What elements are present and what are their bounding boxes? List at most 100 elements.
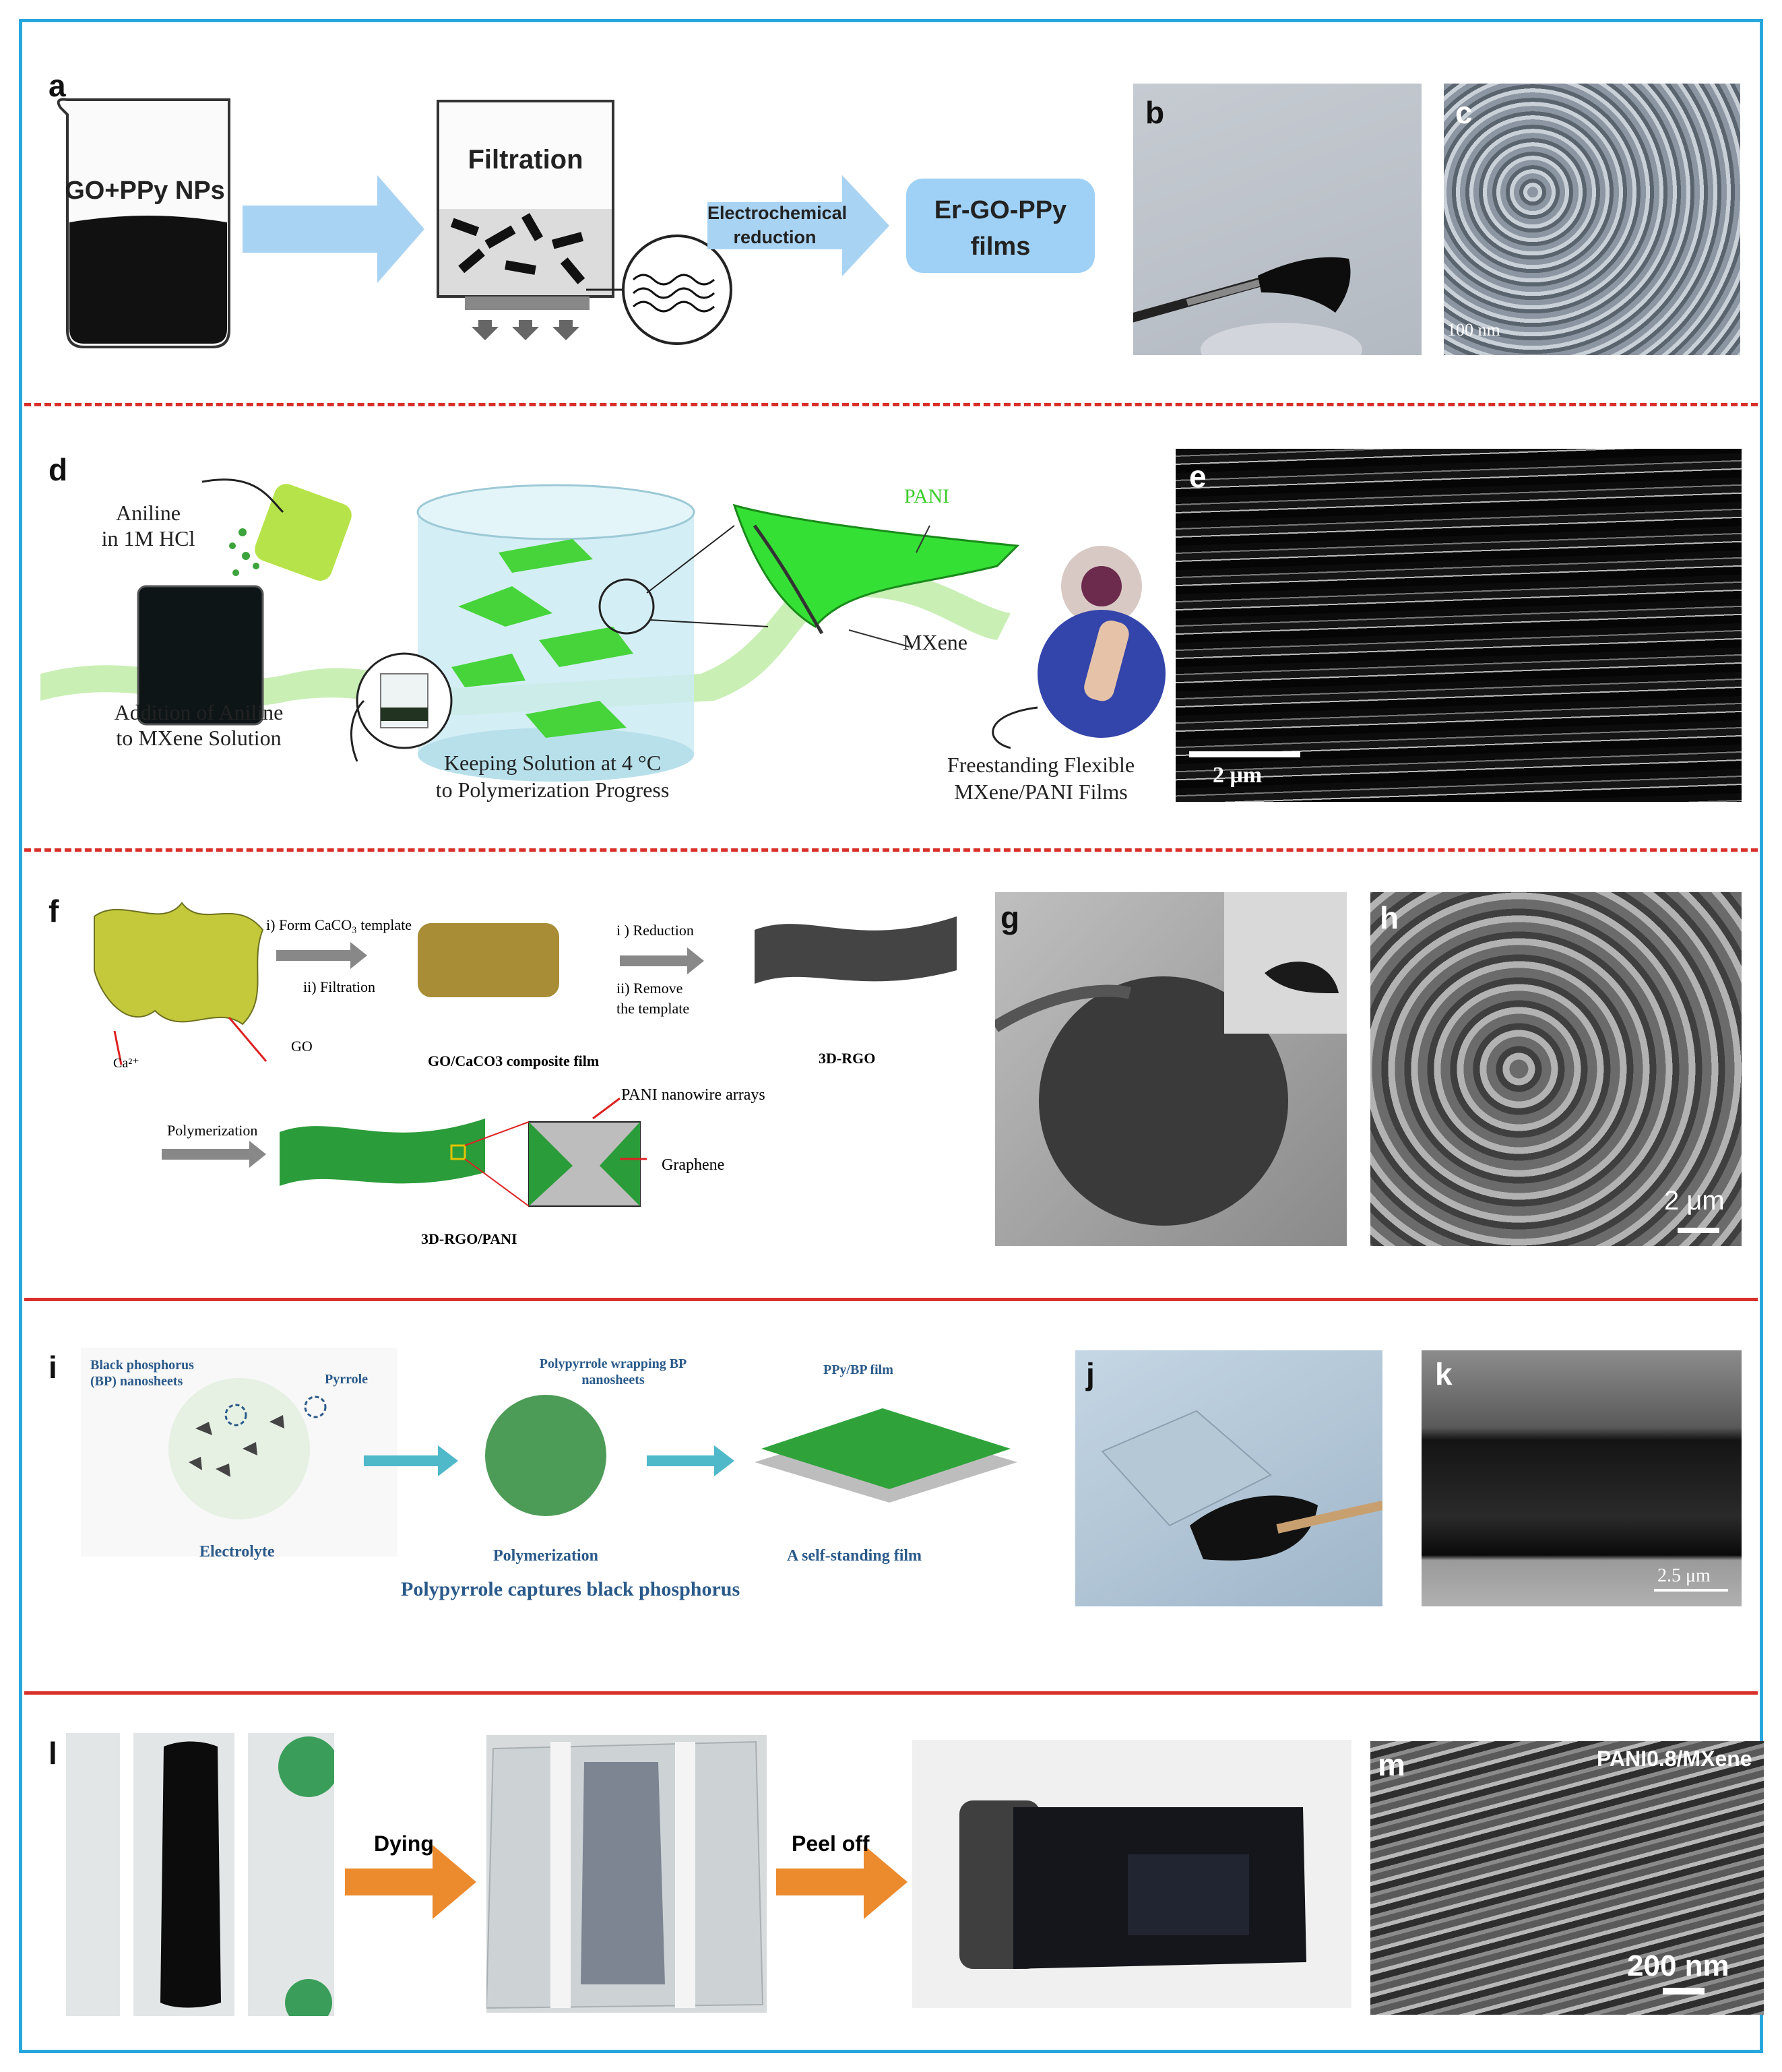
sem-m: [1370, 1741, 1764, 2015]
pyrrole-label: Pyrrole: [325, 1372, 369, 1387]
schematic-i: [81, 1348, 1017, 1557]
rgo-pani-label: 3D-RGO/PANI: [421, 1230, 517, 1247]
scale-h: 2 μm: [1664, 1186, 1725, 1216]
freestanding-line1: Freestanding Flexible: [947, 753, 1135, 777]
rgo-3d: [755, 916, 957, 984]
panel-label-b: b: [1145, 95, 1165, 130]
panel-label-a: a: [49, 68, 66, 103]
panel-label-c: c: [1455, 95, 1473, 130]
aniline-line1: Aniline: [116, 501, 181, 525]
ca-label: Ca²⁺: [113, 1056, 139, 1071]
panel-label-f: f: [49, 893, 59, 929]
rgo-pani: [280, 1119, 485, 1186]
reduction-label: i ) Reduction: [616, 922, 694, 939]
figure-frame: [19, 19, 1763, 2053]
caption-i: Polypyrrole captures black phosphorus: [401, 1578, 740, 1600]
pani-arrays-label: PANI nanowire arrays: [621, 1086, 765, 1104]
photo-l3: [912, 1740, 1351, 2008]
arrow2-label-line1: Electrochemical: [707, 203, 848, 223]
keeping-line2: to Polymerization Progress: [435, 778, 670, 802]
reaction-cylinder: [416, 484, 695, 782]
polymerization-i-label: Polymerization: [493, 1547, 598, 1565]
ppy-bp-film: [761, 1408, 1011, 1489]
pani-sheets: [732, 503, 1020, 628]
remove-label: ii) Remove the template: [616, 978, 689, 1019]
photo-j: [1075, 1350, 1382, 1606]
panel-label-m: m: [1378, 1747, 1405, 1782]
arrow-f2: [620, 947, 704, 974]
separator-3: [24, 1298, 1758, 1301]
bp-line2: (BP) nanosheets: [90, 1374, 183, 1389]
zoom-circle-d: [598, 578, 655, 635]
panel-label-j: j: [1086, 1356, 1095, 1391]
electrolyte-label: Electrolyte: [199, 1543, 275, 1561]
graphene-label: Graphene: [662, 1156, 725, 1174]
scale-bar-h: [1678, 1228, 1719, 1233]
panel-label-i: i: [49, 1350, 57, 1385]
photo-b: [1133, 84, 1422, 355]
green-ribbon: [40, 568, 1011, 716]
schematic-a: [57, 98, 1095, 348]
composite-film: [418, 923, 559, 997]
panel-label-e: e: [1189, 459, 1207, 494]
peel-off-label: Peel off: [792, 1831, 870, 1856]
pani-label: PANI: [904, 485, 950, 507]
aniline-line2: in 1M HCl: [101, 526, 195, 551]
sem-c: [1444, 84, 1740, 355]
beaker-label: GO+PPy NPs: [65, 177, 225, 205]
wrap-label: Polypyrrole wrapping BP nanosheets: [512, 1356, 714, 1388]
result-box: [906, 179, 1095, 273]
scale-e: 2 μm: [1213, 763, 1263, 788]
scale-c: 100 nm: [1447, 320, 1500, 340]
m-title: PANI0.8/MXene: [1597, 1747, 1752, 1771]
photo-g: [995, 892, 1347, 1246]
scale-k: 2.5 μm: [1657, 1565, 1711, 1586]
schematic-d: [40, 478, 1166, 782]
filtration-step-label: ii) Filtration: [303, 978, 375, 995]
scale-bar-k: [1654, 1589, 1728, 1592]
mxene-label: MXene: [903, 630, 967, 654]
result-line2: films: [970, 232, 1031, 261]
sem-k: [1422, 1350, 1742, 1606]
arrow2-label: Electrochemical reduction: [707, 201, 848, 249]
remove-line2: the template: [616, 1000, 690, 1017]
photo-l2: [486, 1735, 767, 2013]
go-sheets: [94, 902, 264, 1026]
composite-label: GO/CaCO3 composite film: [428, 1053, 600, 1069]
freestanding-line2: MXene/PANI Films: [954, 780, 1128, 804]
ppy-bp-label: PPy/BP film: [823, 1362, 893, 1377]
separator-2: [24, 848, 1758, 852]
bp-line1: Black phosphorus: [90, 1358, 194, 1373]
form-template-label: i) Form CaCO₃ template: [266, 916, 412, 933]
panel-label-k: k: [1435, 1356, 1453, 1391]
arrow2-label-line2: reduction: [733, 227, 817, 247]
panel-label-h: h: [1380, 900, 1399, 935]
filtration-label: Filtration: [468, 145, 583, 175]
arrow-f3: [162, 1141, 266, 1168]
arrow-i1: [364, 1445, 458, 1476]
wrap-line1: Polypyrrole wrapping BP: [539, 1356, 687, 1371]
addition-line1: Addition of Aniline: [114, 700, 284, 724]
separator-1: [24, 403, 1758, 406]
dying-label: Dying: [374, 1831, 434, 1856]
filtration-vessel: [437, 100, 614, 340]
wrap-line2: nanosheets: [581, 1373, 645, 1387]
go-label: GO: [291, 1038, 313, 1055]
sem-e: [1176, 449, 1742, 802]
schematic-f: [94, 902, 957, 1207]
polymerization-f-label: Polymerization: [167, 1122, 258, 1139]
sem-h: [1370, 892, 1742, 1246]
addition-line2: to MXene Solution: [116, 726, 282, 750]
arrow-peel: [776, 1845, 908, 1919]
remove-line1: ii) Remove: [616, 980, 683, 997]
scale-bar-e: [1189, 751, 1300, 757]
beaker: [57, 98, 230, 348]
arrow-dying: [345, 1845, 476, 1919]
arrow-i2: [647, 1445, 734, 1476]
arrow-1: [243, 175, 424, 283]
panel-label-g: g: [1000, 900, 1020, 935]
